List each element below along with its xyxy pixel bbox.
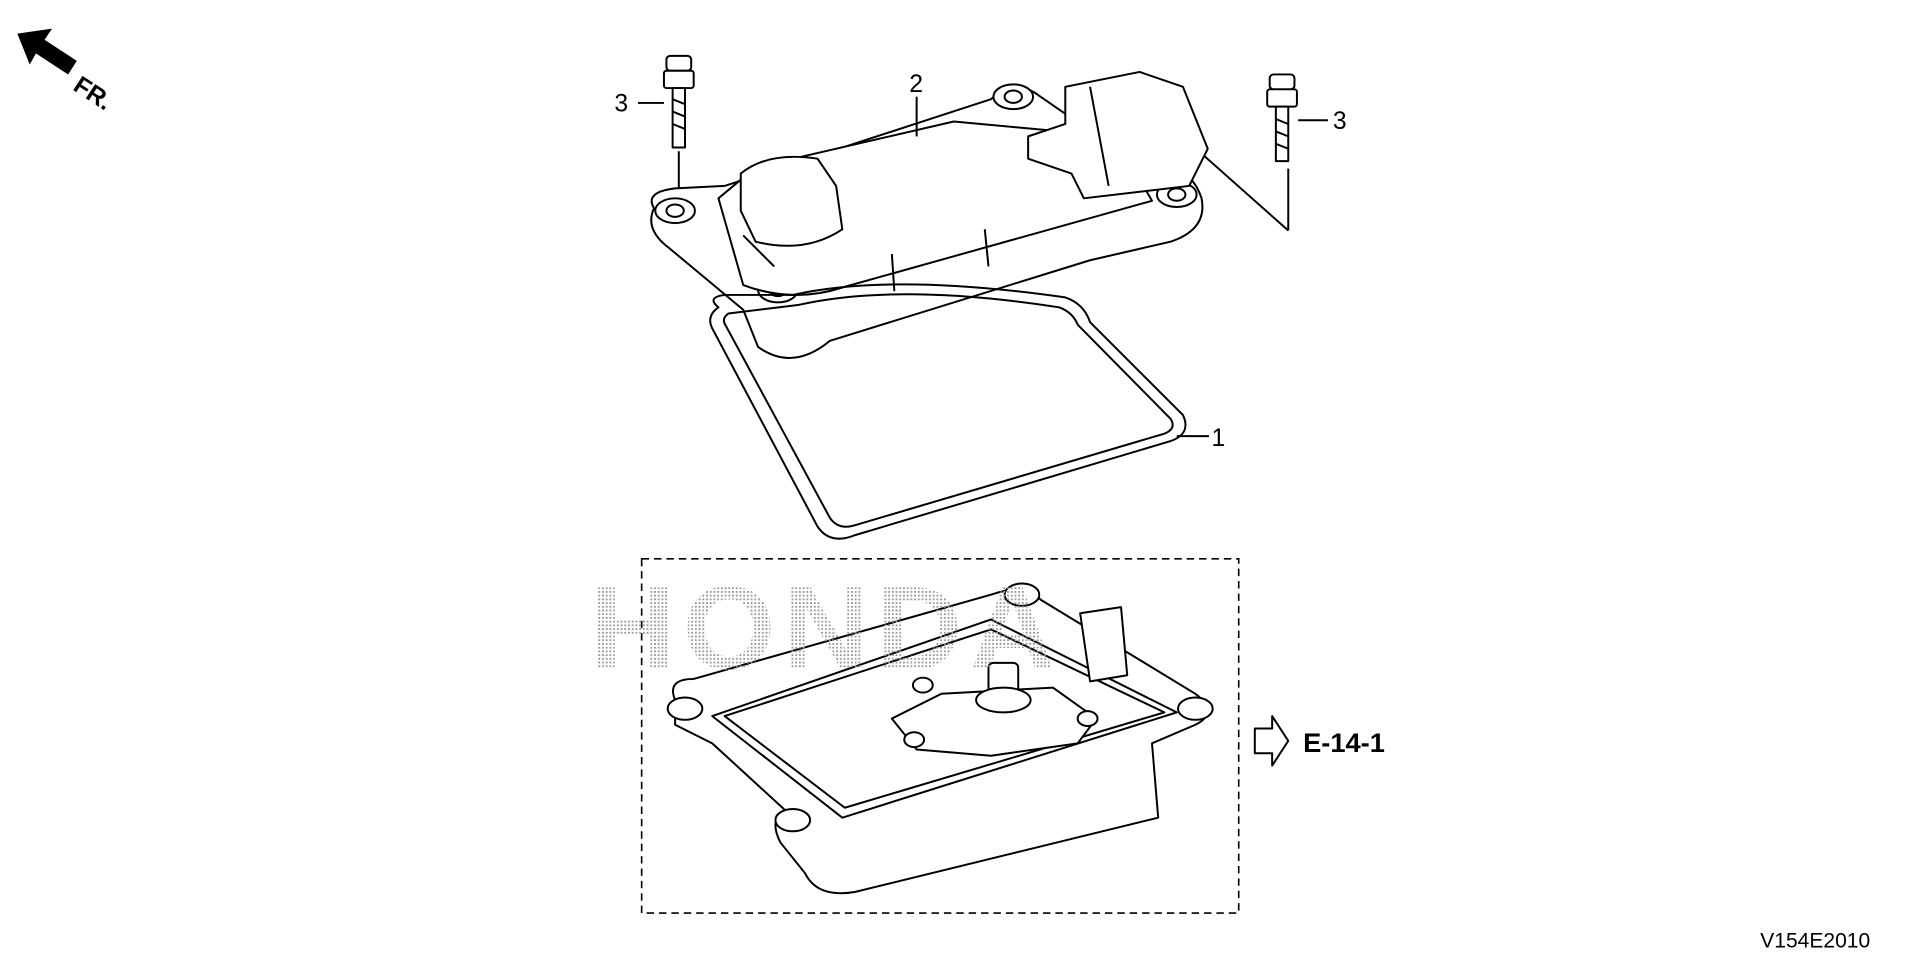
bolt-right[interactable]: [1188, 73, 1298, 232]
gasket-part[interactable]: [709, 283, 1187, 540]
callout-3-right: 3: [1333, 108, 1347, 135]
callout-1: 1: [1211, 425, 1225, 452]
reference-link[interactable]: E-14-1: [1303, 727, 1385, 758]
diagram-code: V154E2010: [1760, 930, 1870, 953]
case-assembly[interactable]: [666, 582, 1214, 895]
reference-arrow-icon[interactable]: [1253, 715, 1290, 767]
reference-group-box: [640, 557, 1240, 914]
callout-3-left: 3: [614, 91, 628, 118]
front-direction-arrow-icon: FR.: [17, 28, 117, 116]
callout-2: 2: [909, 71, 923, 98]
honda-watermark: HONDA: [590, 562, 1063, 695]
front-label: FR.: [69, 72, 117, 116]
bolt-left[interactable]: [662, 54, 695, 189]
cover-part[interactable]: [650, 70, 1209, 359]
